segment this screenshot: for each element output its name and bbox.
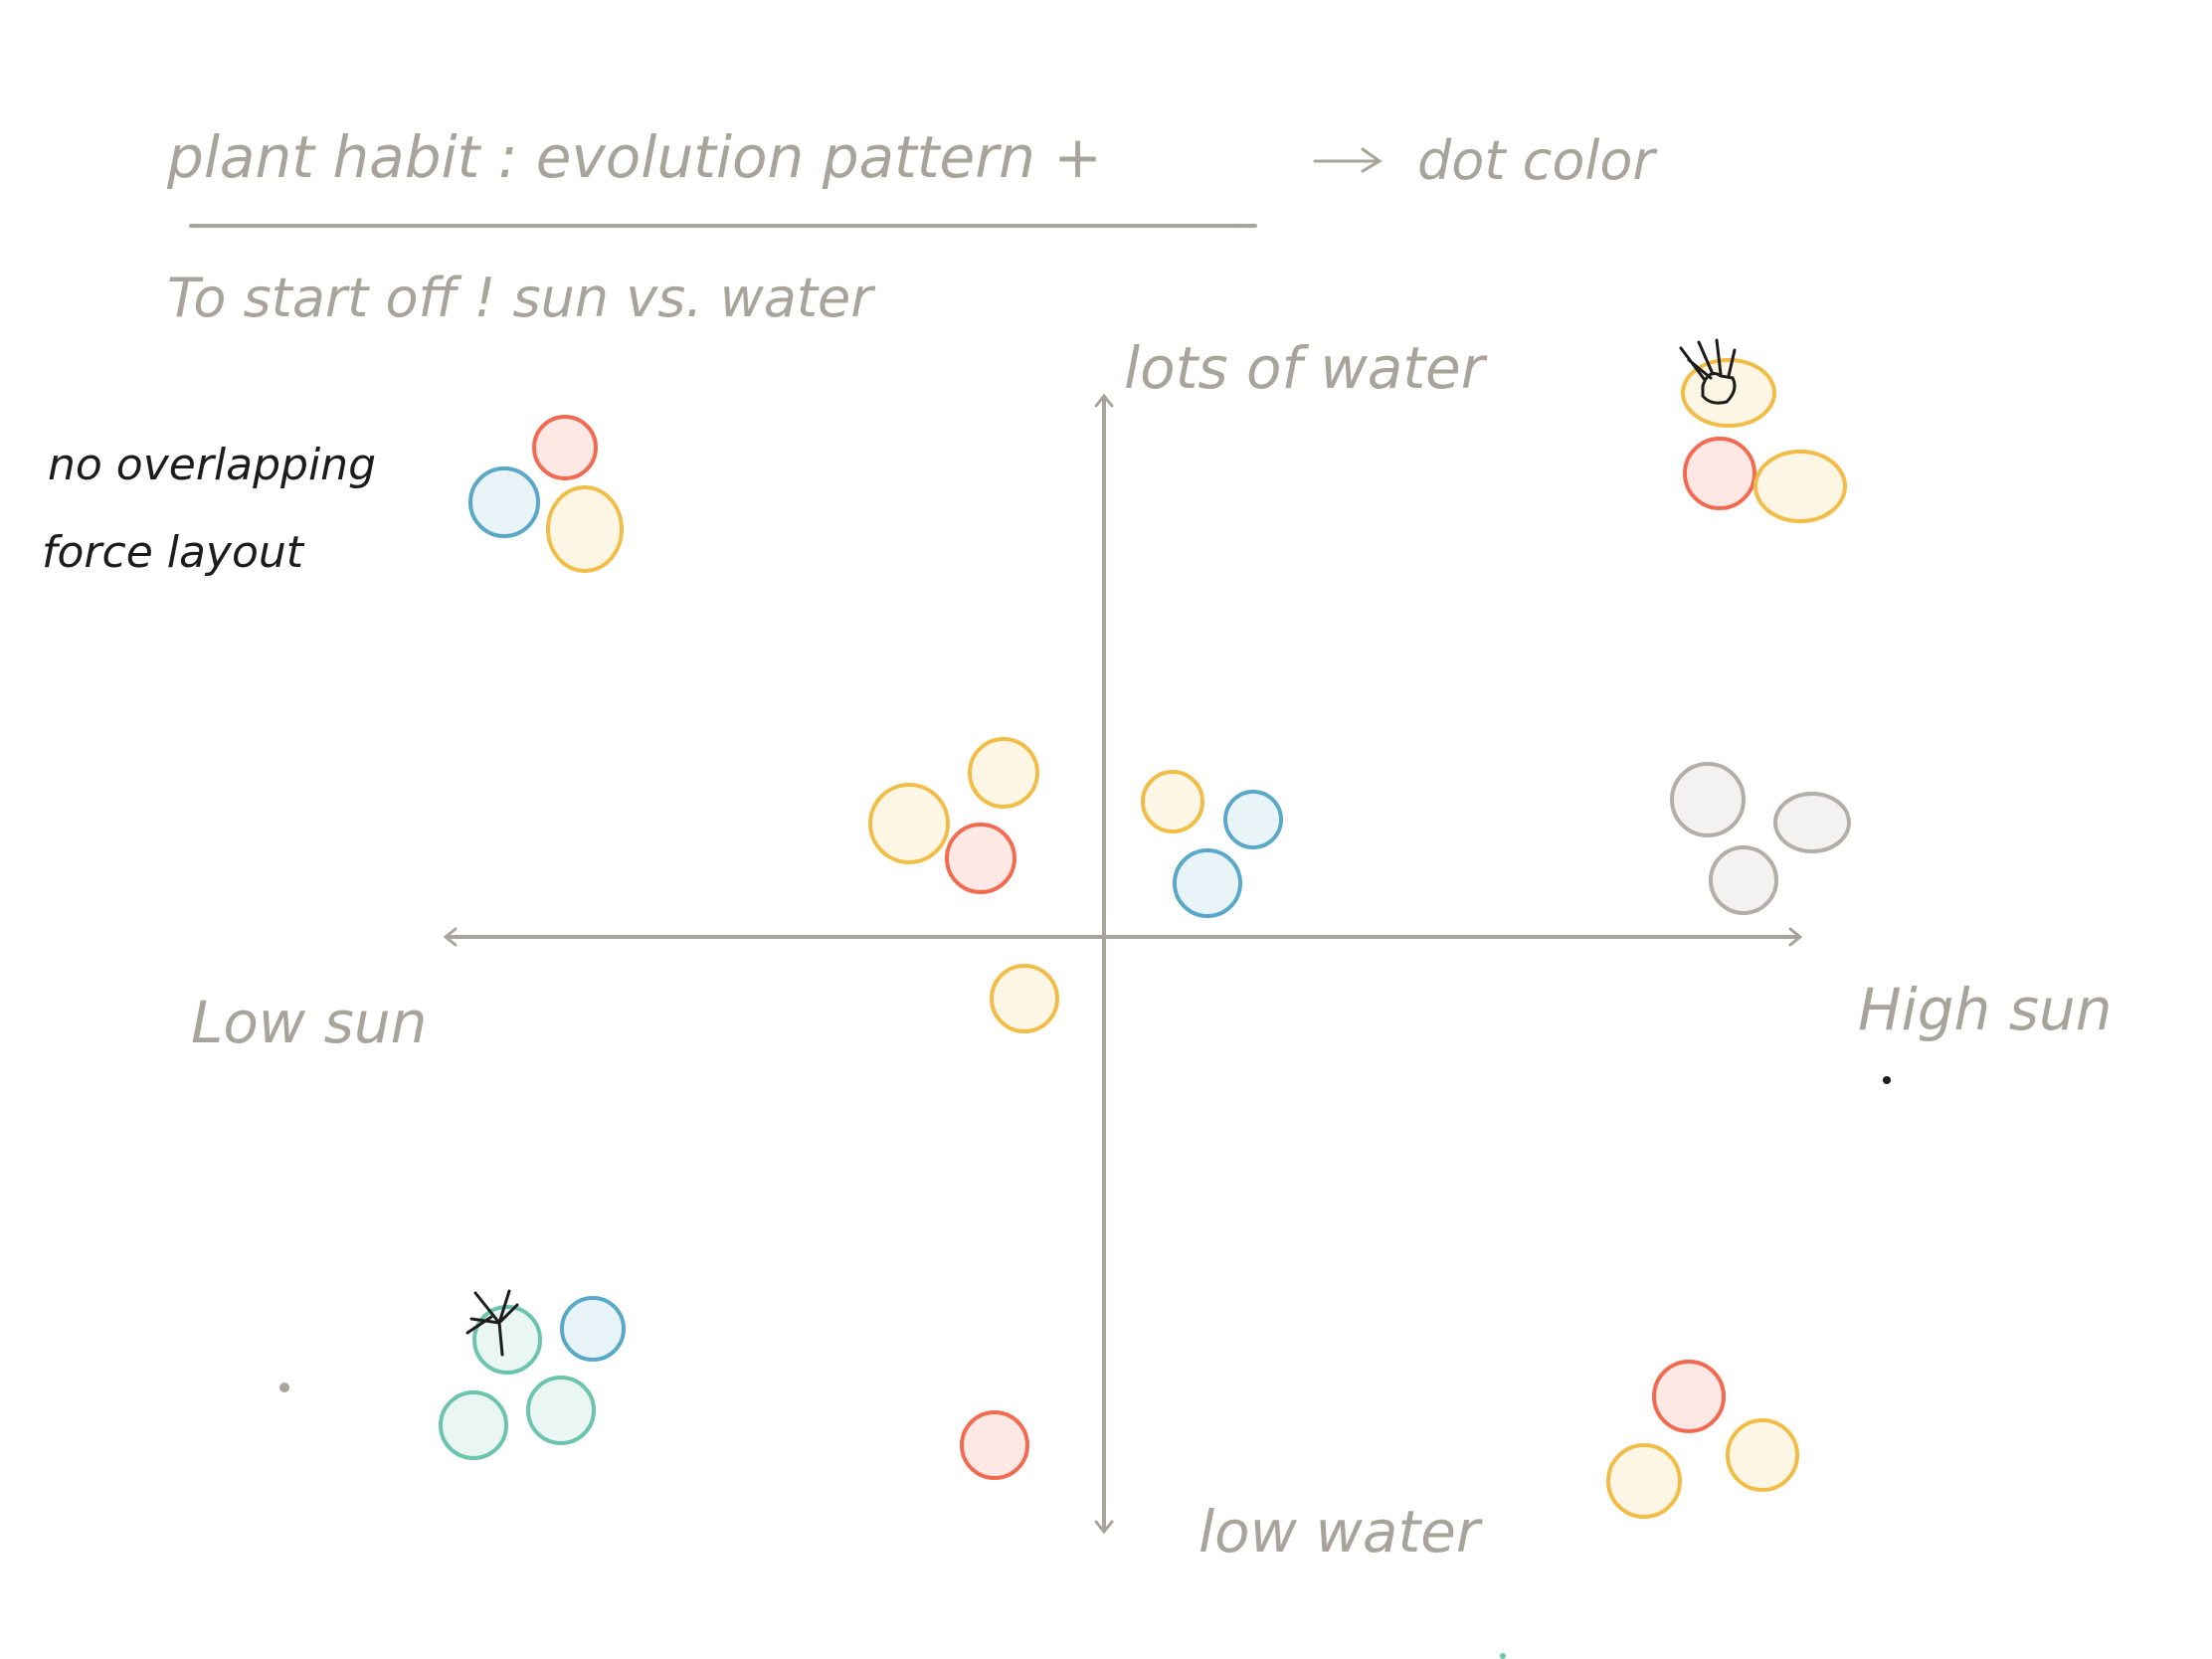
y-axis-bottom-label: low water xyxy=(1198,1498,1483,1566)
stray-dot xyxy=(1883,1076,1891,1084)
gray-dot xyxy=(1709,845,1778,915)
yellow-dot xyxy=(1753,450,1847,523)
side-note-line2: force layout xyxy=(42,527,305,578)
sketch-title: plant habit : evolution pattern + xyxy=(166,123,1102,191)
side-note-line1: no overlapping xyxy=(48,440,376,490)
yellow-dot xyxy=(990,964,1059,1033)
dot-single-below-axis xyxy=(990,964,1059,1033)
yellow-dot xyxy=(1726,1418,1799,1492)
y-axis-top-label: lots of water xyxy=(1124,334,1488,402)
yellow-dot xyxy=(1141,770,1204,833)
plant-sketch-icon xyxy=(465,1289,519,1357)
yellow-dot xyxy=(546,485,624,573)
stray-dot xyxy=(1500,1653,1506,1659)
red-dot xyxy=(960,1410,1029,1480)
dot-cluster-center-right xyxy=(1141,770,1283,918)
plant-sketch-icon xyxy=(1679,338,1737,405)
dot-cluster-right-gray xyxy=(1670,762,1851,915)
gray-dot xyxy=(1773,792,1851,853)
dot-single-bottom-center xyxy=(960,1410,1029,1480)
blue-dot xyxy=(560,1296,626,1362)
stray-dot xyxy=(279,1382,289,1392)
x-axis-right-label: High sun xyxy=(1858,976,2112,1043)
green-dot xyxy=(526,1376,596,1445)
yellow-dot xyxy=(868,783,950,864)
green-dot xyxy=(439,1390,508,1460)
yellow-dot xyxy=(1606,1443,1682,1519)
blue-dot xyxy=(1173,848,1242,918)
gray-dot xyxy=(1670,762,1746,837)
arrow-right-icon xyxy=(1313,147,1382,173)
red-dot xyxy=(945,823,1016,894)
dot-color-note: dot color xyxy=(1417,129,1657,192)
sketch-subtitle: To start off ! sun vs. water xyxy=(167,267,875,329)
dot-cluster-top-right xyxy=(1681,358,1847,523)
red-dot xyxy=(532,415,598,480)
yellow-dot xyxy=(968,737,1039,809)
x-axis-left-label: Low sun xyxy=(191,989,427,1056)
blue-dot xyxy=(468,466,540,538)
red-dot xyxy=(1683,437,1756,510)
yellow-dot xyxy=(1681,358,1776,428)
dot-cluster-bottom-left xyxy=(439,1296,626,1460)
blue-dot xyxy=(1223,790,1283,849)
dot-cluster-center-left xyxy=(868,737,1039,894)
green-dot xyxy=(472,1305,542,1375)
dot-cluster-top-left xyxy=(468,415,624,573)
dot-cluster-bottom-right xyxy=(1606,1360,1799,1519)
red-dot xyxy=(1652,1360,1726,1433)
